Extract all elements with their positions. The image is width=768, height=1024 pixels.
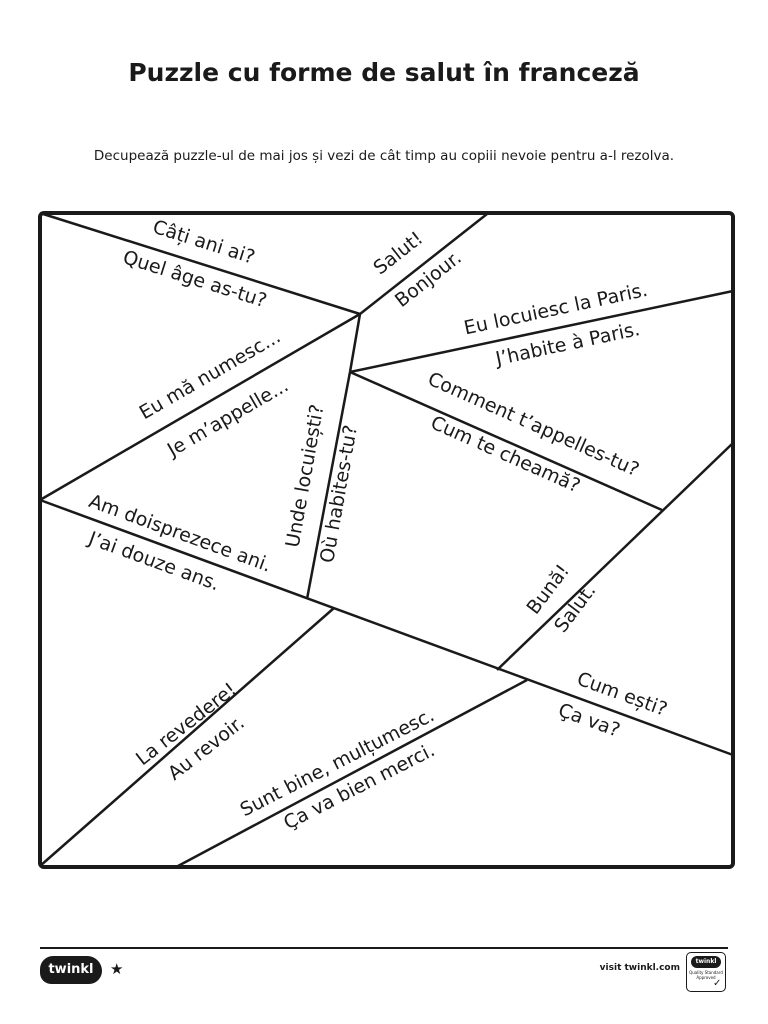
page-title: Puzzle cu forme de salut în franceză — [128, 58, 640, 87]
cut-line — [39, 607, 335, 867]
website-link[interactable]: visit twinkl.com — [599, 963, 680, 973]
phrase-romanian: Salut! — [369, 227, 427, 279]
cut-line — [177, 678, 528, 868]
cut-line — [348, 313, 362, 373]
star-icon: ★ — [110, 960, 124, 978]
cut-line — [39, 312, 361, 502]
quality-badge: twinkl Quality Standard Approved ✓ — [686, 952, 726, 992]
cut-line — [39, 498, 734, 757]
checkmark-icon: ✓ — [713, 978, 722, 989]
cut-line — [349, 370, 663, 512]
phrase-french: Ça va? — [555, 699, 623, 742]
badge-logo: twinkl — [691, 956, 721, 968]
phrase-french: Où habites-tu? — [316, 423, 362, 564]
cut-line — [39, 211, 361, 316]
footer-divider — [40, 947, 728, 949]
twinkl-logo: twinkl — [40, 956, 102, 984]
instructions-text: Decupează puzzle-ul de mai jos și vezi d… — [93, 148, 675, 164]
cut-line — [349, 289, 734, 374]
puzzle-border — [38, 211, 735, 869]
badge-text: Quality Standard Approved — [689, 970, 723, 980]
cut-line — [305, 371, 352, 600]
cut-line — [359, 213, 488, 315]
cut-line — [496, 442, 734, 671]
